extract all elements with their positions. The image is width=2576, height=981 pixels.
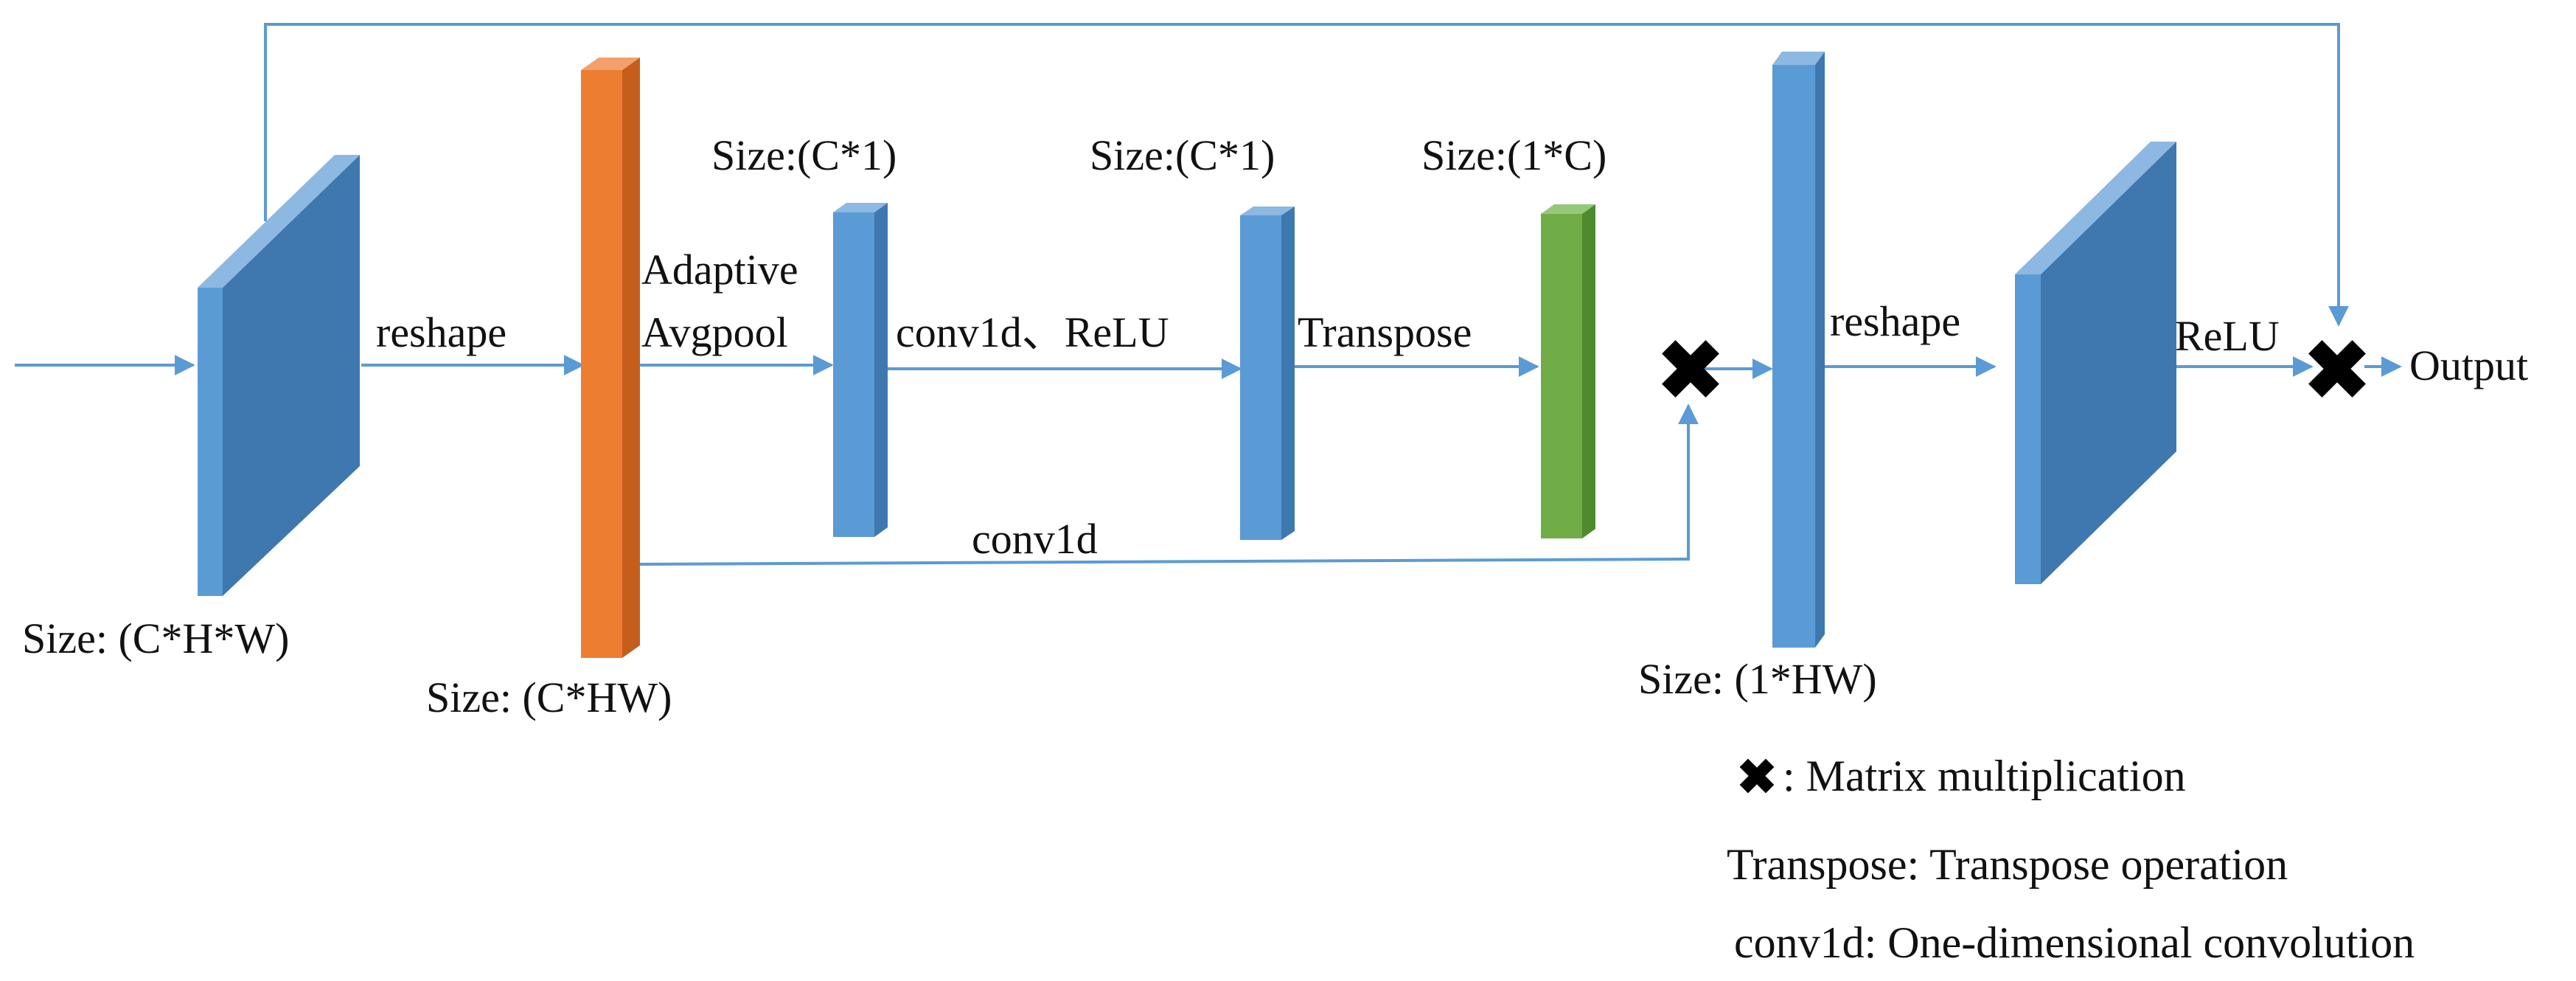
input-feature-top <box>198 155 360 288</box>
conv-feature-block <box>1240 207 1295 540</box>
conv-feature-front <box>1240 215 1281 540</box>
cross-mark-icon <box>1662 340 1719 398</box>
output-feature-block <box>2015 142 2176 584</box>
transposed-feature-front <box>1541 214 1582 538</box>
reshaped-feature-side <box>622 58 640 658</box>
op-avgpool-label: Avgpool <box>641 308 788 356</box>
size-conv-label: Size:(C*1) <box>1090 131 1275 179</box>
conv-feature-top <box>1240 207 1295 215</box>
attention-feature-front <box>1772 65 1815 648</box>
transposed-feature-block <box>1541 204 1595 538</box>
arrows <box>15 23 2402 566</box>
reshaped-feature-front <box>581 70 622 658</box>
input-feature-front <box>198 288 223 596</box>
pooled-feature-block <box>833 203 888 537</box>
legend-transpose: Transpose: Transpose operation <box>1727 840 2288 889</box>
op-conv1d-label: conv1d <box>972 515 1098 563</box>
size-pool-label: Size:(C*1) <box>711 131 897 179</box>
cross-mark-icon <box>2308 340 2366 398</box>
legend-conv1d: conv1d: One-dimensional convolution <box>1734 918 2415 967</box>
op-adaptive-label: Adaptive <box>641 246 798 294</box>
output-label: Output <box>2409 342 2528 389</box>
attention-feature-block <box>1772 52 1825 648</box>
output-feature-front <box>2015 274 2041 584</box>
size-transpose-label: Size:(1*C) <box>1421 131 1606 179</box>
input-feature-block <box>198 155 360 596</box>
conv-feature-side <box>1281 207 1295 540</box>
transposed-feature-side <box>1582 204 1595 538</box>
output-feature-top <box>2015 142 2176 274</box>
attention-feature-side <box>1815 52 1825 648</box>
pooled-feature-front <box>833 212 874 537</box>
op-reshape-label: reshape <box>376 308 507 356</box>
op-conv-relu-label: conv1d、ReLU <box>896 308 1169 356</box>
reshaped-feature-block <box>581 58 640 658</box>
input-feature-side <box>223 155 360 596</box>
attention-feature-top <box>1772 52 1825 65</box>
size-input-label: Size: (C*H*W) <box>22 614 289 662</box>
op-relu-label: ReLU <box>2175 312 2280 360</box>
size-reshaped-label: Size: (C*HW) <box>426 673 672 721</box>
pooled-feature-side <box>874 203 888 537</box>
op-transpose-label: Transpose <box>1298 308 1472 356</box>
reshaped-feature-top <box>581 58 640 70</box>
size-attention-label: Size: (1*HW) <box>1638 655 1877 703</box>
pooled-feature-top <box>833 203 888 212</box>
transposed-feature-top <box>1541 204 1595 214</box>
cross-mark-icon <box>1739 758 1775 794</box>
arrow-conv1d-branch <box>639 403 1699 566</box>
legend-matmul: : Matrix multiplication <box>1783 752 2186 800</box>
output-feature-side <box>2041 142 2176 584</box>
op-reshape-2-label: reshape <box>1830 297 1960 345</box>
arrow-skip-connection <box>264 23 2349 327</box>
